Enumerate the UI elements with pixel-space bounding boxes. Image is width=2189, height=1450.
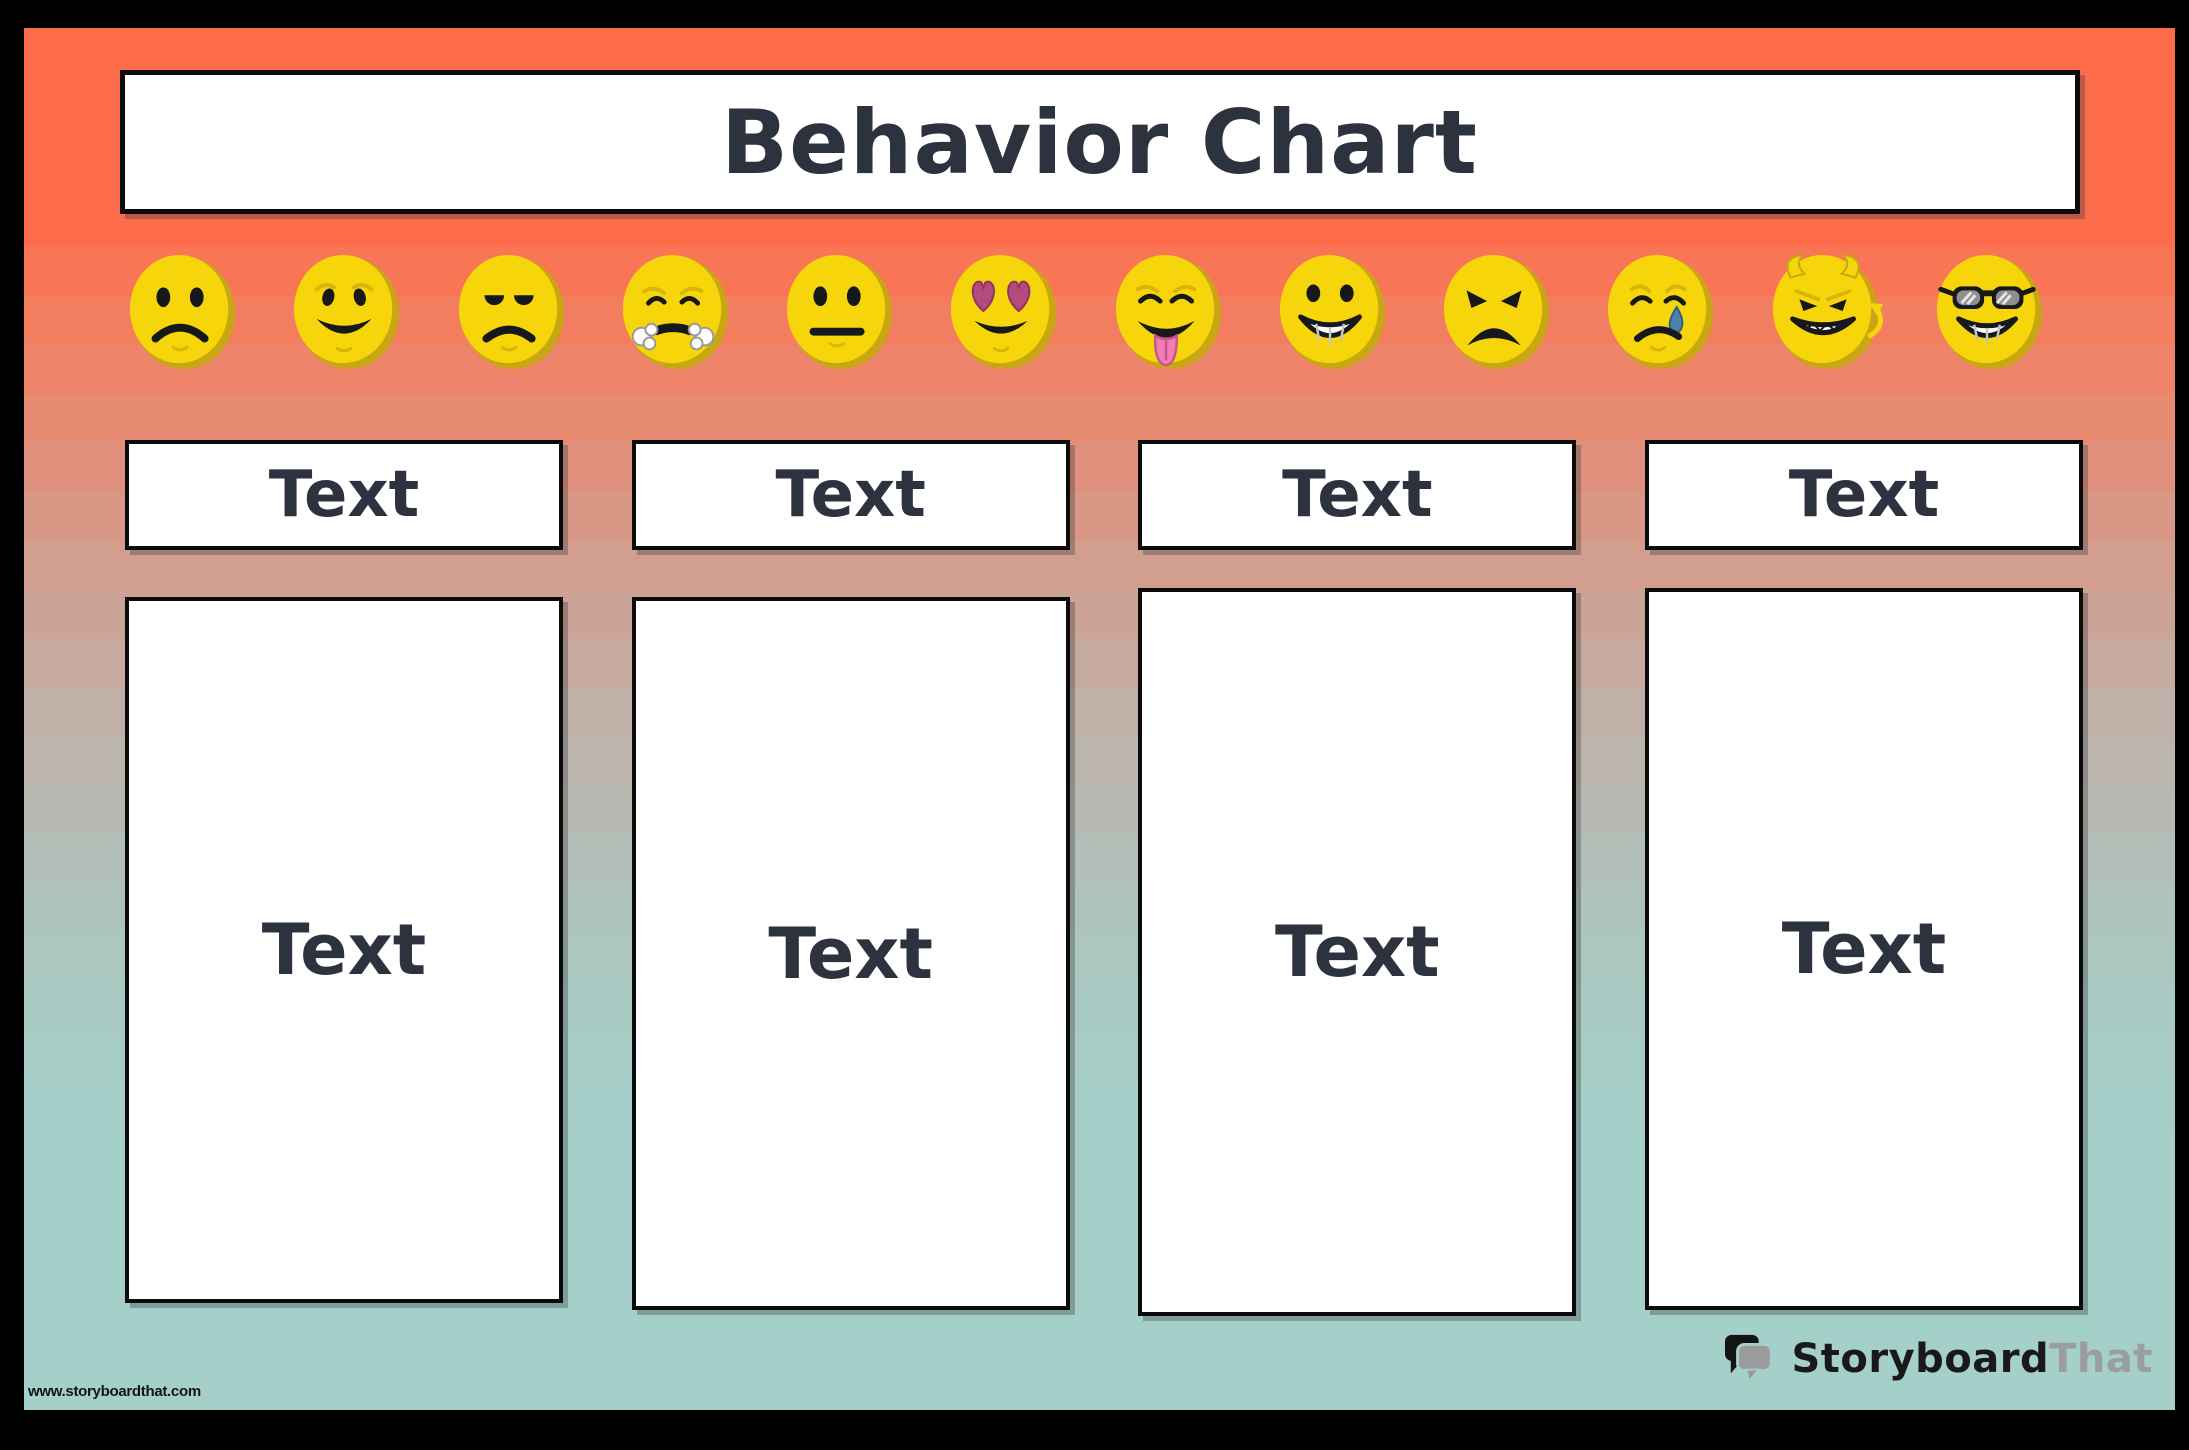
grinning-face-icon bbox=[1274, 250, 1392, 372]
storyboardthat-logo: StoryboardThat bbox=[1713, 1322, 2157, 1396]
devil-face-icon bbox=[1767, 250, 1885, 372]
column-3-header-box[interactable]: Text bbox=[1138, 440, 1577, 550]
smiling-face-icon bbox=[288, 250, 406, 372]
column-3-body-text: Text bbox=[1275, 911, 1440, 993]
neutral-face-icon bbox=[781, 250, 899, 372]
column-2-header-text: Text bbox=[775, 458, 926, 532]
column-1-body-text: Text bbox=[261, 909, 427, 991]
emoji-row bbox=[124, 250, 2049, 372]
heart-eyes-face-icon bbox=[945, 250, 1063, 372]
brand-secondary: That bbox=[2049, 1336, 2153, 1382]
column-2-header-box[interactable]: Text bbox=[631, 440, 1070, 550]
column-1-header-box[interactable]: Text bbox=[125, 440, 563, 550]
column-4-body-text: Text bbox=[1781, 908, 1947, 990]
column-3-body-box[interactable]: Text bbox=[1138, 588, 1577, 1316]
column-1-body-box[interactable]: Text bbox=[125, 597, 563, 1303]
angry-face-icon bbox=[1438, 250, 1556, 372]
column-1-header-text: Text bbox=[268, 458, 420, 532]
behavior-chart-page: Behavior Chart bbox=[24, 28, 2175, 1410]
crying-face-icon bbox=[1602, 250, 1720, 372]
column-2-body-text: Text bbox=[768, 912, 933, 995]
column-3-header-text: Text bbox=[1282, 458, 1433, 532]
column-1: Text Text bbox=[125, 440, 563, 1303]
chart-columns: Text Text Text Text Text Text bbox=[125, 440, 2083, 1316]
column-4-header-box[interactable]: Text bbox=[1644, 440, 2083, 550]
title-box[interactable]: Behavior Chart bbox=[119, 70, 2080, 214]
column-2-body-box[interactable]: Text bbox=[631, 597, 1070, 1310]
page-title: Behavior Chart bbox=[721, 90, 1478, 194]
cool-sunglasses-face-icon bbox=[1931, 250, 2049, 372]
sad-face-icon bbox=[124, 250, 242, 372]
brand-primary: Storyboard bbox=[1791, 1336, 2050, 1382]
column-4-header-text: Text bbox=[1788, 458, 1940, 532]
brand-wordmark: StoryboardThat bbox=[1791, 1336, 2153, 1382]
column-4: Text Text bbox=[1644, 440, 2083, 1310]
column-4-body-box[interactable]: Text bbox=[1644, 588, 2083, 1310]
speech-bubbles-icon bbox=[1723, 1330, 1781, 1388]
watermark-url: www.storyboardthat.com bbox=[28, 1383, 201, 1400]
steaming-angry-face-icon bbox=[617, 250, 735, 372]
annoyed-face-icon bbox=[453, 250, 571, 372]
column-2: Text Text bbox=[631, 440, 1070, 1310]
tongue-out-face-icon bbox=[1110, 250, 1228, 372]
column-3: Text Text bbox=[1138, 440, 1577, 1316]
